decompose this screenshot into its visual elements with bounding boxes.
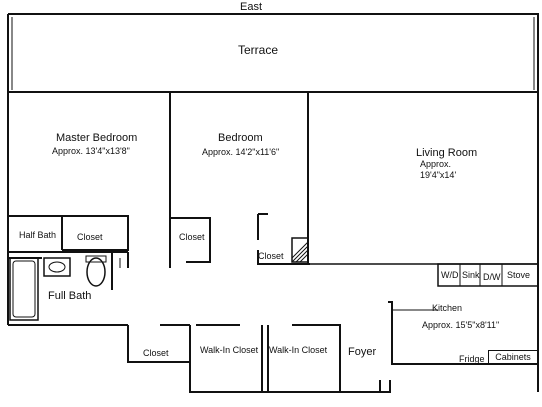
room-label-kitchen: Kitchen — [432, 303, 463, 313]
room-label-walk-in-closet-2: Walk-In Closet — [269, 345, 328, 355]
room-label-closet-hall: Closet — [143, 348, 169, 358]
toilet — [86, 257, 106, 287]
wall-closet-master — [42, 215, 129, 251]
wall-closet-hall — [127, 325, 190, 363]
bathtub — [9, 257, 39, 321]
bath-sink — [43, 257, 71, 277]
room-size-bedroom: Approx. 14'2"x11'6" — [202, 147, 280, 157]
room-label-foyer: Foyer — [348, 346, 377, 358]
room-label-living-room: Living Room — [416, 147, 478, 159]
room-approx-living-room: Approx. — [420, 159, 452, 169]
fixture-washer-dryer: W/D — [441, 270, 459, 280]
fixture-stove: Stove — [507, 270, 531, 280]
fixture-sink: Sink — [462, 270, 480, 280]
compass-east-label: East — [240, 1, 263, 13]
wall-walk-in-2 — [262, 324, 341, 393]
room-size-kitchen: Approx. 15'5"x8'11" — [422, 320, 500, 330]
wall-walk-in-1 — [189, 325, 263, 393]
wall-closet-bedroom — [170, 217, 211, 263]
room-label-bedroom: Bedroom — [218, 132, 263, 144]
wall-kitchen — [388, 301, 538, 365]
fixture-fridge: Fridge — [459, 354, 485, 364]
room-label-closet-bedroom: Closet — [179, 232, 205, 242]
room-size-living-room: 19'4"x14' — [420, 170, 457, 180]
room-label-full-bath: Full Bath — [48, 290, 92, 302]
fixture-cabinets: Cabinets — [495, 352, 531, 362]
room-label-master-bedroom: Master Bedroom — [56, 132, 138, 144]
room-label-closet-living: Closet — [258, 251, 284, 261]
room-label-half-bath: Half Bath — [19, 230, 57, 240]
outer-wall-top — [8, 13, 539, 392]
room-size-master-bedroom: Approx. 13'4"x13'8" — [52, 146, 130, 156]
room-label-closet-master: Closet — [77, 232, 103, 242]
fixture-cabinets-box: Cabinets — [488, 350, 538, 364]
room-label-walk-in-closet-1: Walk-In Closet — [200, 345, 259, 355]
room-label-terrace: Terrace — [238, 43, 279, 57]
appliance-row — [437, 263, 539, 287]
fixture-dishwasher: D/W — [483, 272, 501, 282]
